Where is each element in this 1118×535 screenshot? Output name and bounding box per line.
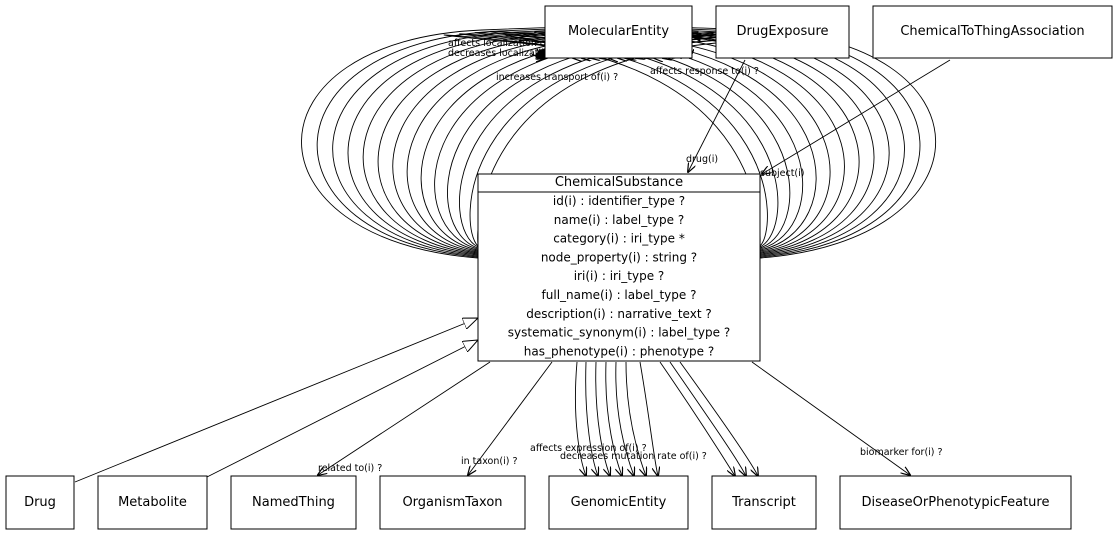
relation-edges: [74, 59, 951, 483]
node-drug[interactable]: Drug: [5, 475, 75, 530]
edge-drug-isa: [74, 318, 478, 483]
edge-genomic-4: [605, 361, 622, 476]
svg-text:Metabolite: Metabolite: [118, 495, 187, 510]
label-affects-expression: affects expression of(i) ?: [530, 443, 647, 454]
label-drug: drug(i): [686, 154, 718, 165]
node-chemical-substance[interactable]: ChemicalSubstance id(i) : identifier_typ…: [477, 173, 761, 362]
label-affects-response: affects response to(i) ?: [650, 66, 759, 77]
node-genomic-entity[interactable]: GenomicEntity: [548, 475, 689, 530]
edge-biomarker-for: [751, 361, 910, 475]
edge-transcript-1: [659, 361, 735, 476]
attribute-row: category(i) : iri_type *: [553, 232, 685, 246]
edge-transcript-3: [679, 361, 758, 476]
label-subject: subject(i): [760, 168, 805, 179]
node-named-thing[interactable]: NamedThing: [230, 475, 357, 530]
attribute-row: has_phenotype(i) : phenotype ?: [524, 344, 714, 358]
node-metabolite[interactable]: Metabolite: [97, 475, 208, 530]
class-title: ChemicalSubstance: [555, 175, 683, 190]
edge-association-subject: [762, 59, 951, 174]
attribute-row: description(i) : narrative_text ?: [526, 307, 711, 321]
edge-transcript-2: [669, 361, 746, 476]
edge-metabolite-isa: [204, 340, 478, 479]
svg-text:ChemicalToThingAssociation: ChemicalToThingAssociation: [900, 24, 1084, 39]
attribute-row: iri(i) : iri_type ?: [574, 269, 665, 283]
edge-genomic-2: [585, 361, 598, 476]
attribute-row: name(i) : label_type ?: [554, 213, 684, 227]
attribute-row: systematic_synonym(i) : label_type ?: [508, 326, 730, 340]
label-in-taxon: in taxon(i) ?: [461, 456, 518, 467]
label-affects-localization: affects localization of(i) ?: [448, 38, 567, 49]
edge-related-to: [318, 361, 491, 475]
node-disease-or-phenotypic-feature[interactable]: DiseaseOrPhenotypicFeature: [839, 475, 1072, 530]
edge-labels: drug(i) subject(i) related to(i) ? in ta…: [318, 38, 943, 474]
svg-text:DrugExposure: DrugExposure: [736, 24, 828, 39]
edge-drug-exposure-drug: [688, 59, 746, 172]
svg-text:Drug: Drug: [24, 495, 56, 510]
attribute-list: id(i) : identifier_type ? name(i) : label…: [508, 194, 730, 358]
edge-genomic-7: [639, 361, 658, 476]
node-chemical-to-thing-association[interactable]: ChemicalToThingAssociation: [872, 5, 1113, 59]
edge-genomic-1: [575, 361, 586, 476]
svg-text:GenomicEntity: GenomicEntity: [571, 495, 667, 510]
attribute-row: id(i) : identifier_type ?: [553, 194, 685, 208]
edge-in-taxon: [468, 361, 553, 475]
edge-genomic-3: [595, 361, 610, 476]
attribute-row: full_name(i) : label_type ?: [542, 288, 697, 302]
svg-text:NamedThing: NamedThing: [252, 495, 335, 510]
label-increases-transport: increases transport of(i) ?: [496, 72, 618, 83]
svg-text:OrganismTaxon: OrganismTaxon: [402, 495, 502, 510]
svg-text:Transcript: Transcript: [731, 495, 796, 510]
label-related-to: related to(i) ?: [318, 463, 382, 474]
edge-drug-exposure-isa: [692, 36, 717, 40]
edge-genomic-5: [615, 361, 634, 476]
svg-text:MolecularEntity: MolecularEntity: [568, 24, 669, 39]
node-molecular-entity[interactable]: MolecularEntity: [544, 5, 693, 59]
svg-text:DiseaseOrPhenotypicFeature: DiseaseOrPhenotypicFeature: [862, 495, 1050, 510]
label-decreases-mutation-rate: decreases mutation rate of(i) ?: [560, 451, 707, 462]
edge-genomic-6: [625, 361, 646, 476]
node-organism-taxon[interactable]: OrganismTaxon: [379, 475, 526, 530]
label-decreases-localization: decreases localization of(i) ?: [448, 48, 583, 59]
node-transcript[interactable]: Transcript: [711, 475, 817, 530]
node-drug-exposure[interactable]: DrugExposure: [715, 5, 850, 59]
attribute-row: node_property(i) : string ?: [541, 250, 697, 264]
label-biomarker-for: biomarker for(i) ?: [860, 447, 943, 458]
